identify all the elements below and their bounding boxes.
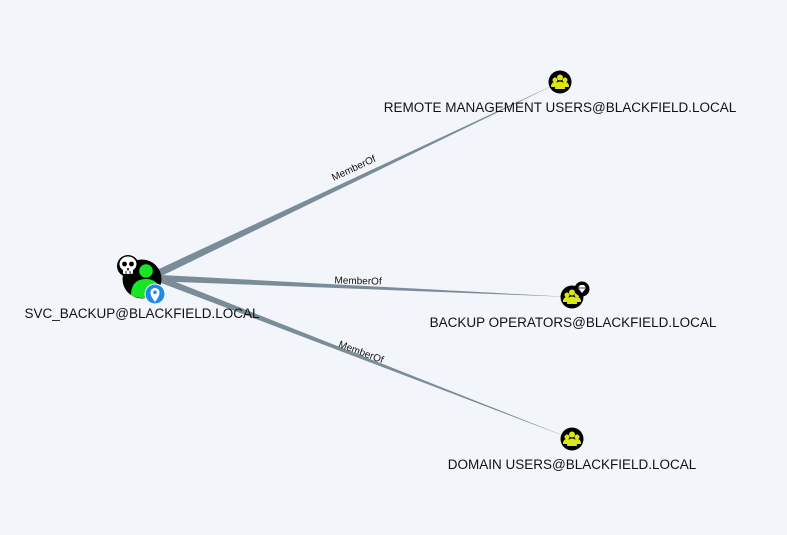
- nodes-layer: SVC_BACKUP@BLACKFIELD.LOCAL REMOTE MANAG…: [24, 70, 737, 473]
- map-pin-icon: [144, 283, 166, 305]
- edge-line[interactable]: [155, 82, 560, 278]
- group-icon: [548, 70, 572, 94]
- node-label: BACKUP OPERATORS@BLACKFIELD.LOCAL: [430, 315, 717, 330]
- edge-label: MemberOf: [337, 339, 385, 366]
- edge-label: MemberOf: [334, 275, 382, 287]
- node-svc-backup[interactable]: SVC_BACKUP@BLACKFIELD.LOCAL: [24, 255, 260, 321]
- group-icon: [560, 427, 584, 451]
- node-label: REMOTE MANAGEMENT USERS@BLACKFIELD.LOCAL: [384, 100, 737, 115]
- node-backup-operators[interactable]: BACKUP OPERATORS@BLACKFIELD.LOCAL: [430, 281, 717, 331]
- gem-icon: [574, 281, 590, 297]
- node-label: SVC_BACKUP@BLACKFIELD.LOCAL: [24, 306, 260, 321]
- skull-icon: [117, 255, 139, 277]
- node-remote-management-users[interactable]: REMOTE MANAGEMENT USERS@BLACKFIELD.LOCAL: [384, 70, 737, 116]
- node-label: DOMAIN USERS@BLACKFIELD.LOCAL: [448, 457, 697, 472]
- edges-layer: MemberOf MemberOf MemberOf: [155, 82, 573, 439]
- node-domain-users[interactable]: DOMAIN USERS@BLACKFIELD.LOCAL: [448, 427, 697, 473]
- edge-line[interactable]: [155, 275, 573, 439]
- edge-memberof-domain-users[interactable]: MemberOf: [155, 275, 573, 439]
- edge-memberof-backup-operators[interactable]: MemberOf: [156, 274, 573, 297]
- edge-line[interactable]: [156, 274, 573, 297]
